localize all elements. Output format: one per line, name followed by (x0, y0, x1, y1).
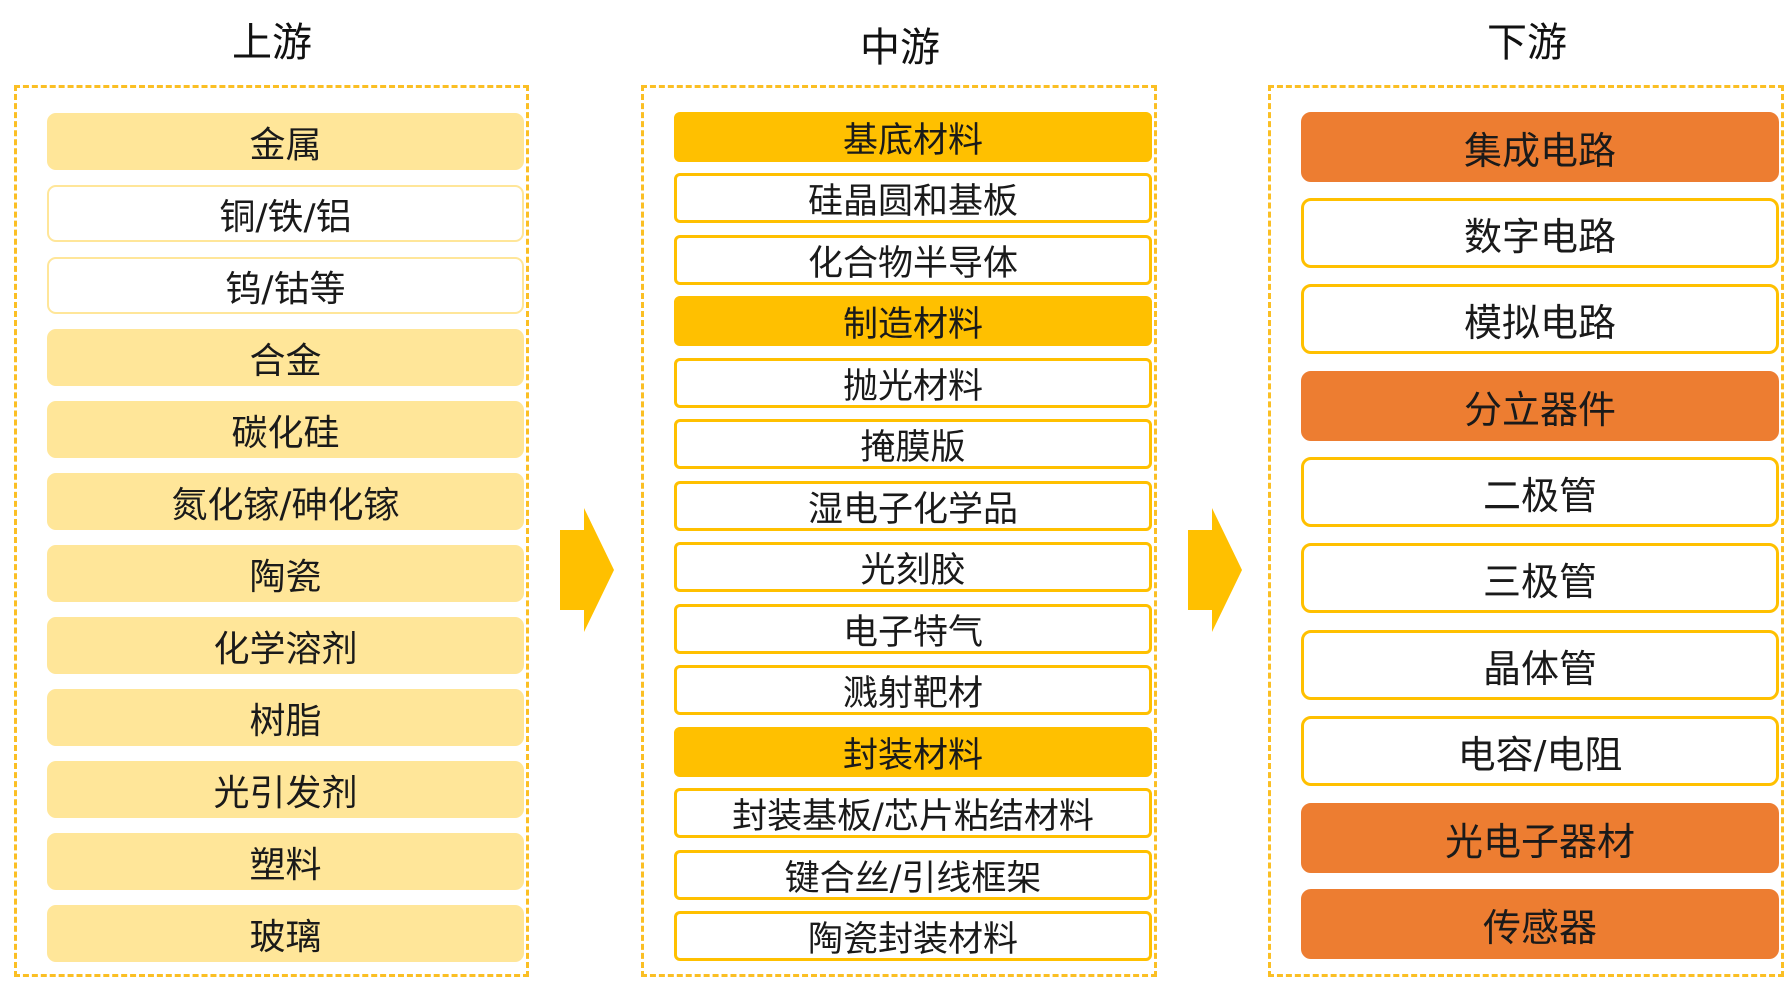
midstream-item-electronic-gas: 电子特气 (674, 604, 1152, 654)
midstream-item-photomask: 掩膜版 (674, 419, 1152, 469)
upstream-item-gallium-nitride-arsenide: 氮化镓/砷化镓 (47, 473, 524, 530)
upstream-title: 上游 (232, 20, 312, 66)
midstream-item-ceramic-packaging: 陶瓷封装材料 (674, 911, 1152, 961)
upstream-item-ceramic: 陶瓷 (47, 545, 524, 602)
upstream-item-tungsten-cobalt: 钨/钴等 (47, 257, 524, 314)
downstream-item-analog-circuit: 模拟电路 (1301, 284, 1779, 354)
downstream-category-integrated-circuit: 集成电路 (1301, 112, 1779, 182)
midstream-item-polishing: 抛光材料 (674, 358, 1152, 408)
downstream-item-triode: 三极管 (1301, 543, 1779, 613)
upstream-item-chemical-solvent: 化学溶剂 (47, 617, 524, 674)
midstream-item-silicon-wafer: 硅晶圆和基板 (674, 173, 1152, 223)
downstream-item-capacitor-resistor: 电容/电阻 (1301, 716, 1779, 786)
midstream-category-substrate: 基底材料 (674, 112, 1152, 162)
midstream-category-manufacturing: 制造材料 (674, 296, 1152, 346)
upstream-item-copper-iron-aluminum: 铜/铁/铝 (47, 185, 524, 242)
flow-arrow-midstream-to-downstream (1188, 508, 1242, 632)
midstream-item-sputtering-target: 溅射靶材 (674, 665, 1152, 715)
upstream-item-metal: 金属 (47, 113, 524, 170)
midstream-panel: 基底材料 硅晶圆和基板 化合物半导体 制造材料 抛光材料 掩膜版 湿电子化学品 … (641, 85, 1157, 977)
upstream-panel: 金属 铜/铁/铝 钨/钴等 合金 碳化硅 氮化镓/砷化镓 陶瓷 化学溶剂 树脂 … (14, 85, 529, 977)
downstream-category-sensor: 传感器 (1301, 889, 1779, 959)
midstream-item-compound-semiconductor: 化合物半导体 (674, 235, 1152, 285)
downstream-item-transistor: 晶体管 (1301, 630, 1779, 700)
upstream-item-resin: 树脂 (47, 689, 524, 746)
downstream-category-optoelectronic: 光电子器材 (1301, 803, 1779, 873)
midstream-item-wet-chemicals: 湿电子化学品 (674, 481, 1152, 531)
upstream-item-photoinitiator: 光引发剂 (47, 761, 524, 818)
midstream-item-photoresist: 光刻胶 (674, 542, 1152, 592)
midstream-item-package-substrate: 封装基板/芯片粘结材料 (674, 788, 1152, 838)
upstream-item-alloy: 合金 (47, 329, 524, 386)
midstream-item-bonding-wire: 键合丝/引线框架 (674, 850, 1152, 900)
midstream-category-packaging: 封装材料 (674, 727, 1152, 777)
downstream-item-diode: 二极管 (1301, 457, 1779, 527)
upstream-item-plastic: 塑料 (47, 833, 524, 890)
upstream-item-silicon-carbide: 碳化硅 (47, 401, 524, 458)
downstream-item-digital-circuit: 数字电路 (1301, 198, 1779, 268)
flow-arrow-upstream-to-midstream (560, 508, 614, 632)
downstream-category-discrete-device: 分立器件 (1301, 371, 1779, 441)
upstream-item-glass: 玻璃 (47, 905, 524, 962)
downstream-title: 下游 (1487, 20, 1567, 66)
downstream-panel: 集成电路 数字电路 模拟电路 分立器件 二极管 三极管 晶体管 电容/电阻 光电… (1268, 85, 1784, 977)
midstream-title: 中游 (860, 25, 940, 71)
